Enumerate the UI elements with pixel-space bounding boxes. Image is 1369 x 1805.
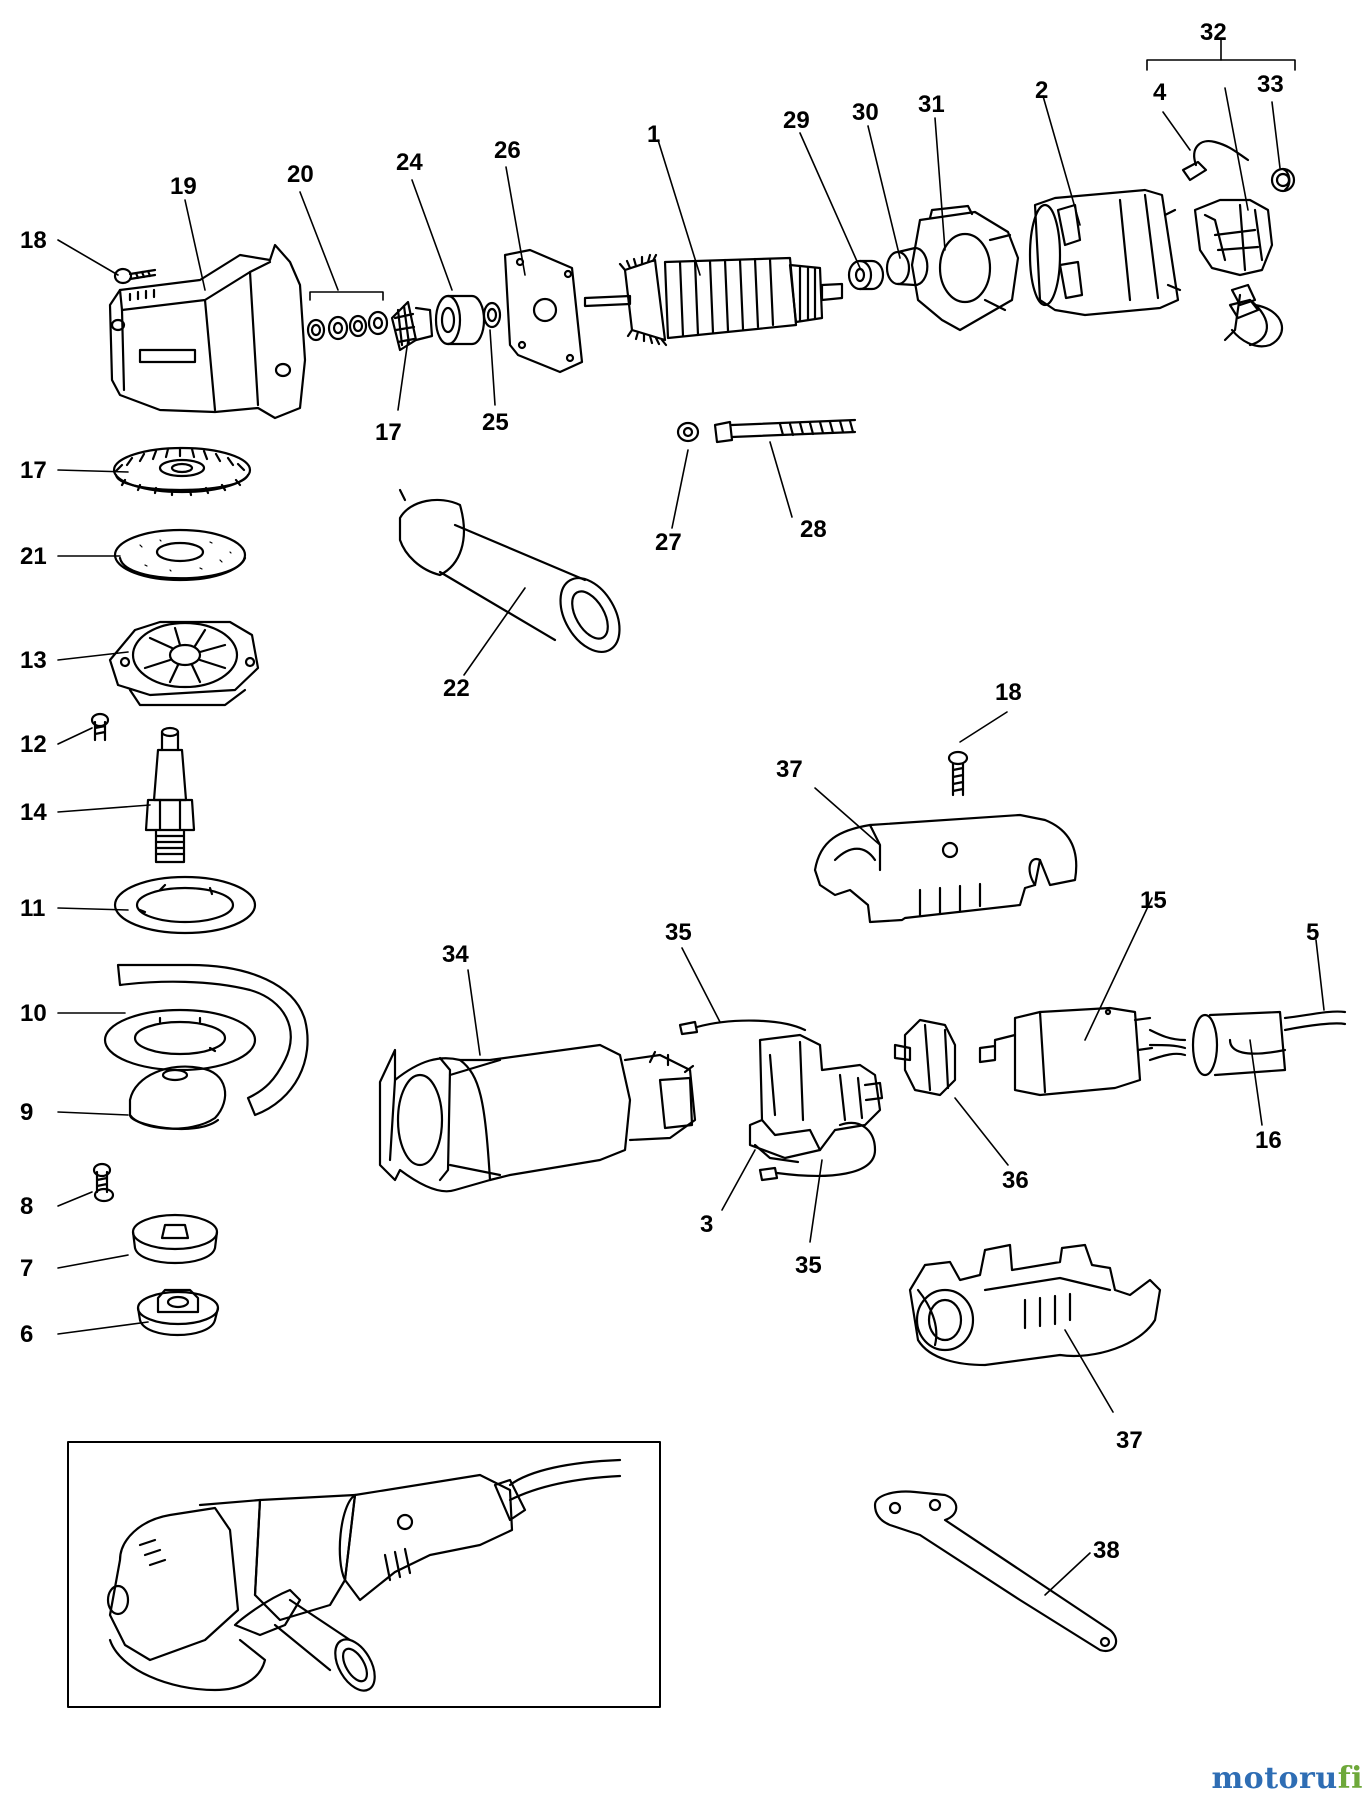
- label-part-18-mid: 18: [995, 679, 1022, 706]
- label-part-12: 12: [20, 731, 47, 758]
- label-part-16: 16: [1255, 1127, 1282, 1154]
- part-11-flange: [113, 875, 257, 935]
- label-part-26: 26: [494, 137, 521, 164]
- part-8-screw: [92, 1162, 115, 1203]
- label-part-9: 9: [20, 1099, 33, 1126]
- part-37-handle-cover-upper: [813, 813, 1078, 924]
- part-26-bearing-plate: [503, 248, 584, 374]
- part-9-clamp-plate: [128, 1065, 227, 1131]
- watermark-logo: motorufi: [1211, 1761, 1363, 1796]
- part-3-switch: [748, 1033, 884, 1164]
- label-part-11: 11: [20, 895, 45, 922]
- part-35-wire-lower: [758, 1122, 877, 1182]
- label-part-33: 33: [1257, 71, 1284, 98]
- label-part-3: 3: [700, 1211, 713, 1238]
- label-part-29: 29: [783, 107, 810, 134]
- part-2-field-coil: [1028, 188, 1182, 317]
- watermark-text-b: fi: [1337, 1761, 1363, 1796]
- label-part-25: 25: [482, 409, 509, 436]
- label-part-31: 31: [918, 91, 945, 118]
- part-18-screw-lower: [947, 750, 969, 797]
- label-part-19: 19: [170, 173, 197, 200]
- label-part-8: 8: [20, 1193, 33, 1220]
- label-part-32: 32: [1200, 19, 1227, 46]
- part-37-handle-cover-lower: [908, 1243, 1162, 1367]
- part-4-carbon-brush-lower: [1228, 298, 1283, 348]
- part-33-spring: [1270, 167, 1296, 193]
- part-27-nut: [676, 421, 700, 443]
- label-part-35-top: 35: [665, 919, 692, 946]
- part-1-armature: [583, 253, 844, 347]
- part-labels: 1 2 3 4 5 6 7 8 9 10 11 12 13 14 15 16 1…: [20, 19, 1319, 1564]
- part-13-flange-cover: [108, 620, 260, 707]
- part-29-bearing: [847, 259, 885, 291]
- label-part-15: 15: [1140, 887, 1167, 914]
- label-part-30: 30: [852, 99, 879, 126]
- part-12-screw: [90, 712, 110, 742]
- part-5-power-cord: [1283, 1010, 1347, 1032]
- assembled-tool-inset: [67, 1441, 661, 1708]
- label-part-37-top: 37: [776, 756, 803, 783]
- label-part-5: 5: [1306, 919, 1319, 946]
- part-17-pinion-gear: [390, 300, 434, 352]
- part-38-spanner-wrench: [873, 1490, 1118, 1653]
- part-10-wheel-guard: [103, 963, 309, 1117]
- label-part-18-top: 18: [20, 227, 47, 254]
- label-part-17-left: 17: [20, 457, 47, 484]
- part-14-spindle: [144, 726, 196, 864]
- label-part-7: 7: [20, 1255, 33, 1282]
- label-part-27: 27: [655, 529, 682, 556]
- part-7-inner-flange: [131, 1213, 219, 1264]
- label-part-2: 2: [1035, 77, 1048, 104]
- label-part-38: 38: [1093, 1537, 1120, 1564]
- label-part-35-bottom: 35: [795, 1252, 822, 1279]
- part-25-washer: [482, 301, 502, 329]
- label-part-13: 13: [20, 647, 47, 674]
- part-17-bevel-gear: [112, 446, 252, 497]
- part-30-bush: [885, 246, 929, 287]
- label-part-6: 6: [20, 1321, 33, 1348]
- label-part-28: 28: [800, 516, 827, 543]
- part-20-washer-set: [306, 291, 389, 342]
- label-part-4: 4: [1153, 79, 1167, 106]
- part-15-suppressor: [978, 1006, 1154, 1097]
- part-28-long-screw: [713, 418, 857, 444]
- label-part-36: 36: [1002, 1167, 1029, 1194]
- part-32-brush-holder: [1193, 198, 1274, 347]
- part-35-wire-upper: [678, 1019, 807, 1036]
- label-part-21: 21: [20, 543, 47, 570]
- watermark-text-a: motoru: [1211, 1761, 1338, 1796]
- part-18-screw: [113, 267, 157, 285]
- label-part-14: 14: [20, 799, 47, 826]
- part-21-washer: [113, 528, 247, 582]
- part-24-bearing: [434, 294, 486, 346]
- label-part-10: 10: [20, 1000, 47, 1027]
- part-19-gear-housing: [108, 243, 307, 420]
- label-part-34: 34: [442, 941, 469, 968]
- part-4-carbon-brush: [1181, 140, 1250, 182]
- label-part-24: 24: [396, 149, 423, 176]
- part-6-flange-nut: [136, 1288, 220, 1336]
- label-part-1: 1: [647, 121, 660, 148]
- label-part-22: 22: [443, 675, 470, 702]
- label-part-37-bottom: 37: [1116, 1427, 1143, 1454]
- part-16-cord-sleeve: [1148, 1010, 1287, 1077]
- part-36-cord-clamp: [893, 1018, 957, 1097]
- part-22-side-handle: [398, 488, 621, 653]
- label-part-20: 20: [287, 161, 314, 188]
- label-part-17-top: 17: [375, 419, 402, 446]
- part-34-motor-housing: [378, 1043, 697, 1193]
- part-31-baffle: [910, 204, 1020, 332]
